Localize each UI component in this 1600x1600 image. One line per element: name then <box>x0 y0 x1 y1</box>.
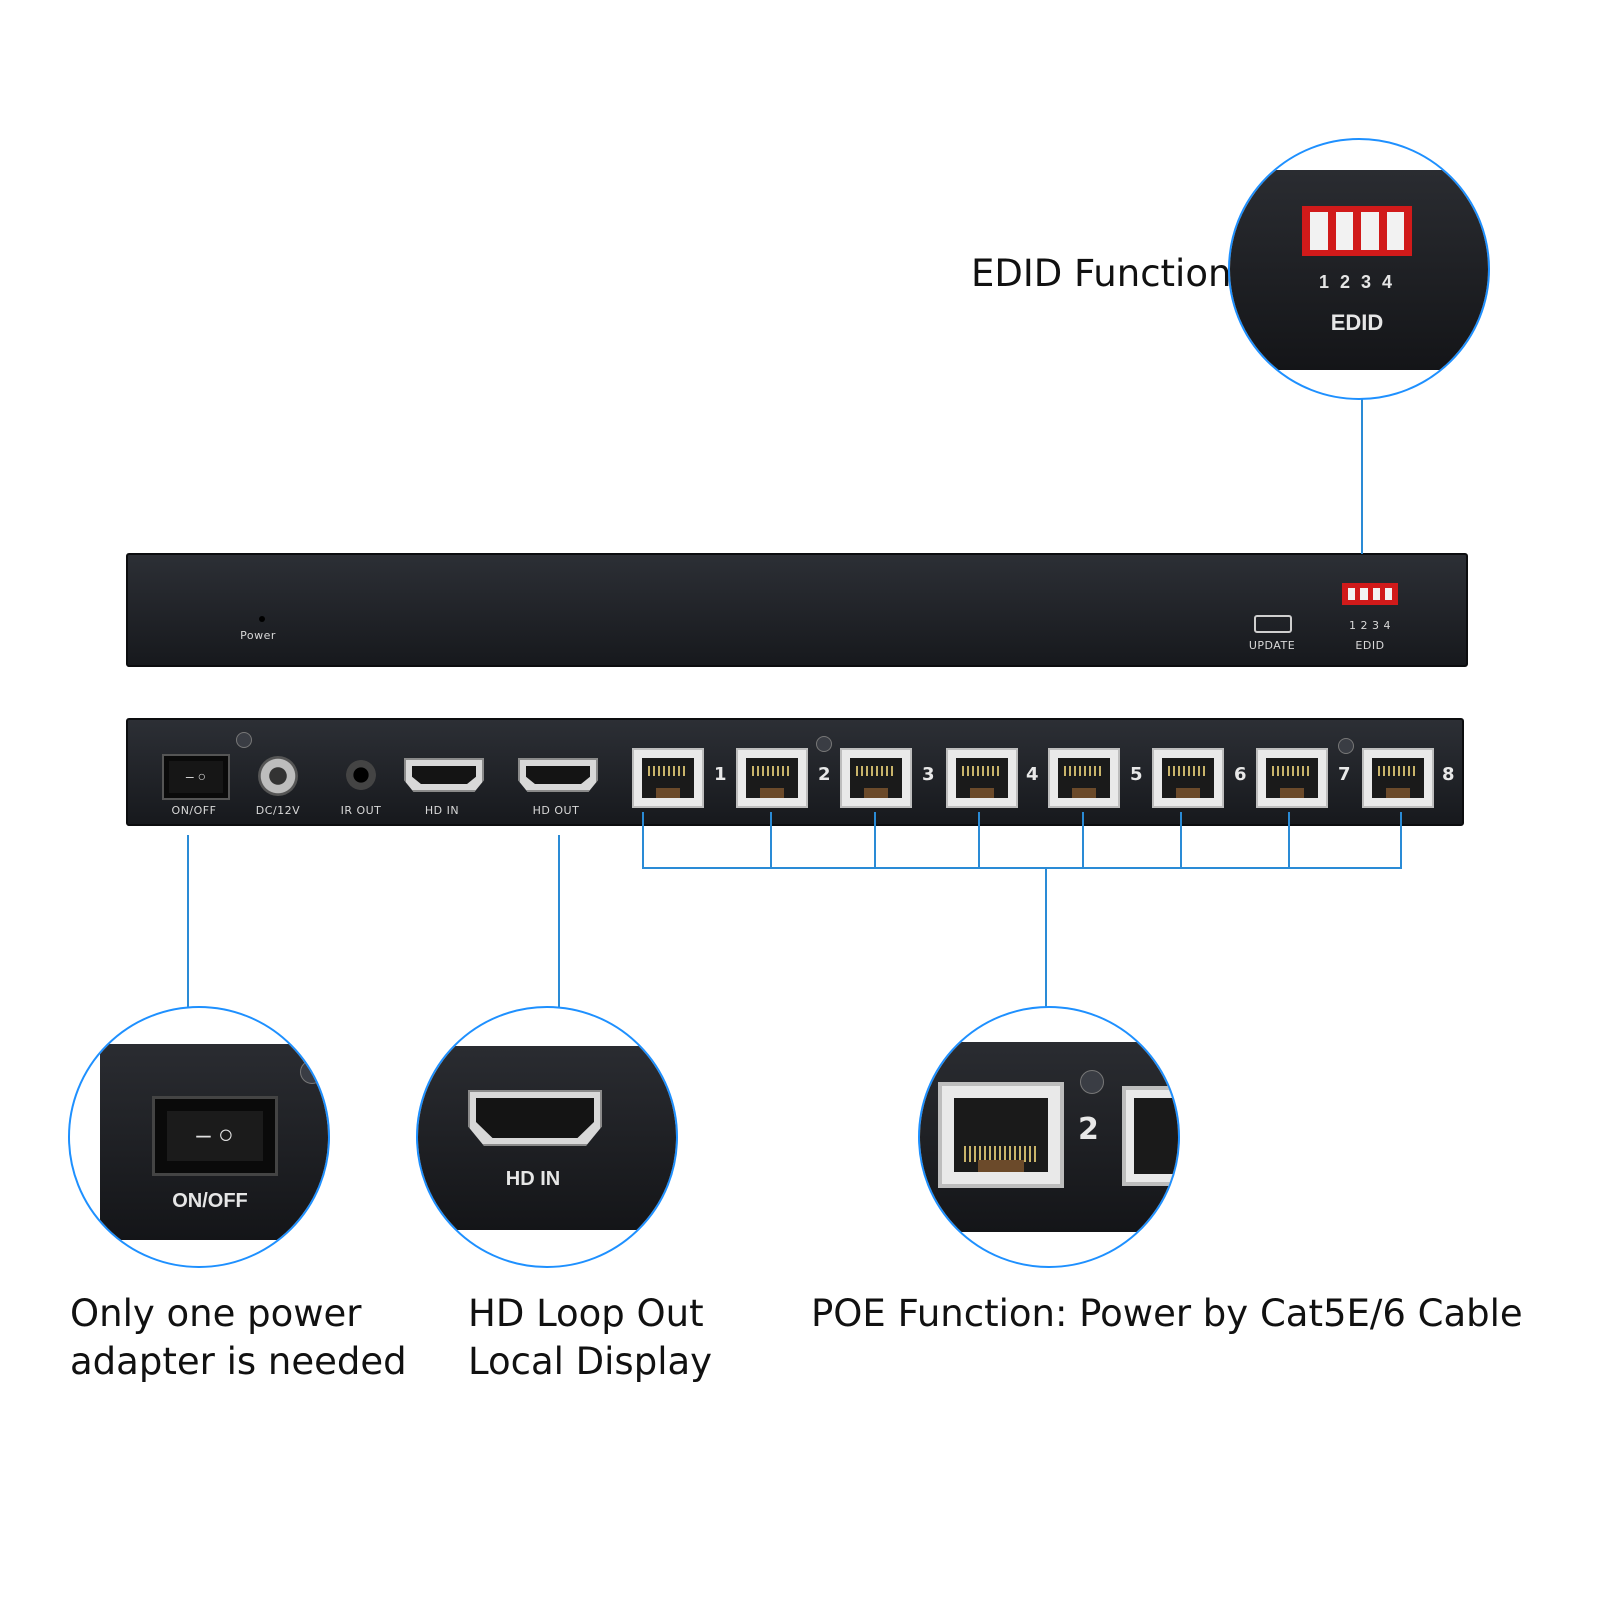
power-zoom-label: ON/OFF <box>172 1190 248 1212</box>
poe-tick-3 <box>874 812 876 868</box>
port-number-3: 3 <box>922 764 935 785</box>
rj45-port-7[interactable] <box>1256 748 1328 808</box>
edid-zoom-dip-switch <box>1302 206 1412 256</box>
poe-zoom-port-number: 2 <box>1078 1112 1099 1147</box>
poe-tick-7 <box>1288 812 1290 868</box>
power-switch-rocker: – ○ <box>169 761 223 793</box>
hd-in-port[interactable] <box>404 758 484 792</box>
update-port[interactable] <box>1254 615 1292 633</box>
poe-tick-6 <box>1180 812 1182 868</box>
rj45-port-3[interactable] <box>840 748 912 808</box>
screw-icon <box>300 1060 324 1084</box>
rear-panel: – ○ ON/OFF DC/12V IR OUT HD IN HD OUT 1 … <box>126 718 1464 826</box>
poe-tick-2 <box>770 812 772 868</box>
poe-bracket-line <box>642 867 1402 869</box>
dc-jack[interactable] <box>258 756 298 796</box>
onoff-label: ON/OFF <box>171 804 217 817</box>
power-caption: Only one power adapter is needed <box>70 1290 407 1386</box>
screw-icon <box>816 736 832 752</box>
edid-dip-numbers: 1 2 3 4 <box>1349 619 1391 632</box>
port-number-5: 5 <box>1130 764 1143 785</box>
port-number-8: 8 <box>1442 764 1455 785</box>
poe-tick-8 <box>1400 812 1402 868</box>
power-caption-line2: adapter is needed <box>70 1340 407 1383</box>
screw-icon <box>1338 738 1354 754</box>
ir-out-jack[interactable] <box>346 760 376 790</box>
power-zoom-rocker: – ○ <box>167 1111 263 1161</box>
power-zoom-circle: – ○ ON/OFF <box>68 1006 330 1268</box>
front-panel: Power UPDATE 1 2 3 4 EDID <box>126 553 1468 667</box>
port-number-2: 2 <box>818 764 831 785</box>
power-zoom-switch: – ○ <box>152 1096 278 1176</box>
poe-tick-1 <box>642 812 644 868</box>
dc-label: DC/12V <box>255 804 301 817</box>
screw-icon <box>1080 1070 1104 1094</box>
screw-icon <box>236 732 252 748</box>
rj45-port-1[interactable] <box>632 748 704 808</box>
poe-caption: POE Function: Power by Cat5E/6 Cable <box>811 1292 1523 1335</box>
edid-connector-line <box>1361 396 1363 554</box>
hdin-zoom-label: HD IN <box>505 1168 561 1190</box>
hdin-zoom-panel: HD IN <box>418 1046 676 1230</box>
loop-caption: HD Loop Out Local Display <box>468 1290 712 1386</box>
poe-zoom-port-partial <box>1122 1086 1178 1186</box>
loop-caption-line2: Local Display <box>468 1340 713 1383</box>
hd-out-port[interactable] <box>518 758 598 792</box>
hdin-zoom-port <box>468 1090 602 1146</box>
port-number-4: 4 <box>1026 764 1039 785</box>
port-number-7: 7 <box>1338 764 1351 785</box>
edid-label: EDID <box>1355 639 1385 652</box>
power-led <box>259 616 265 622</box>
rj45-port-2[interactable] <box>736 748 808 808</box>
hd-out-label: HD OUT <box>532 804 580 817</box>
rj45-port-8[interactable] <box>1362 748 1434 808</box>
power-caption-line1: Only one power <box>70 1292 362 1335</box>
ir-out-label: IR OUT <box>340 804 382 817</box>
hdin-zoom-circle: HD IN <box>416 1006 678 1268</box>
loop-caption-line1: HD Loop Out <box>468 1292 704 1335</box>
poe-tick-4 <box>978 812 980 868</box>
power-connector-line <box>187 835 189 1007</box>
loop-connector-line <box>558 835 560 1007</box>
port-number-1: 1 <box>714 764 727 785</box>
poe-tick-5 <box>1082 812 1084 868</box>
poe-zoom-port <box>938 1082 1064 1188</box>
rj45-port-6[interactable] <box>1152 748 1224 808</box>
edid-zoom-panel: 1 2 3 4 EDID <box>1230 170 1488 370</box>
rj45-port-5[interactable] <box>1048 748 1120 808</box>
power-label: Power <box>240 629 276 642</box>
poe-connector-line <box>1045 868 1047 1007</box>
poe-zoom-circle: 2 <box>918 1006 1180 1268</box>
edid-caption: EDID Function <box>971 252 1232 295</box>
power-switch[interactable]: – ○ <box>162 754 230 800</box>
power-zoom-panel: – ○ ON/OFF <box>100 1044 328 1240</box>
rj45-port-4[interactable] <box>946 748 1018 808</box>
edid-dip-switch[interactable] <box>1342 583 1398 605</box>
poe-zoom-panel: 2 <box>920 1042 1178 1232</box>
edid-zoom-label: EDID <box>1330 310 1384 335</box>
edid-zoom-circle: 1 2 3 4 EDID <box>1228 138 1490 400</box>
hd-in-label: HD IN <box>424 804 460 817</box>
edid-zoom-numbers: 1 2 3 4 <box>1318 272 1396 292</box>
port-number-6: 6 <box>1234 764 1247 785</box>
update-label: UPDATE <box>1248 639 1296 652</box>
